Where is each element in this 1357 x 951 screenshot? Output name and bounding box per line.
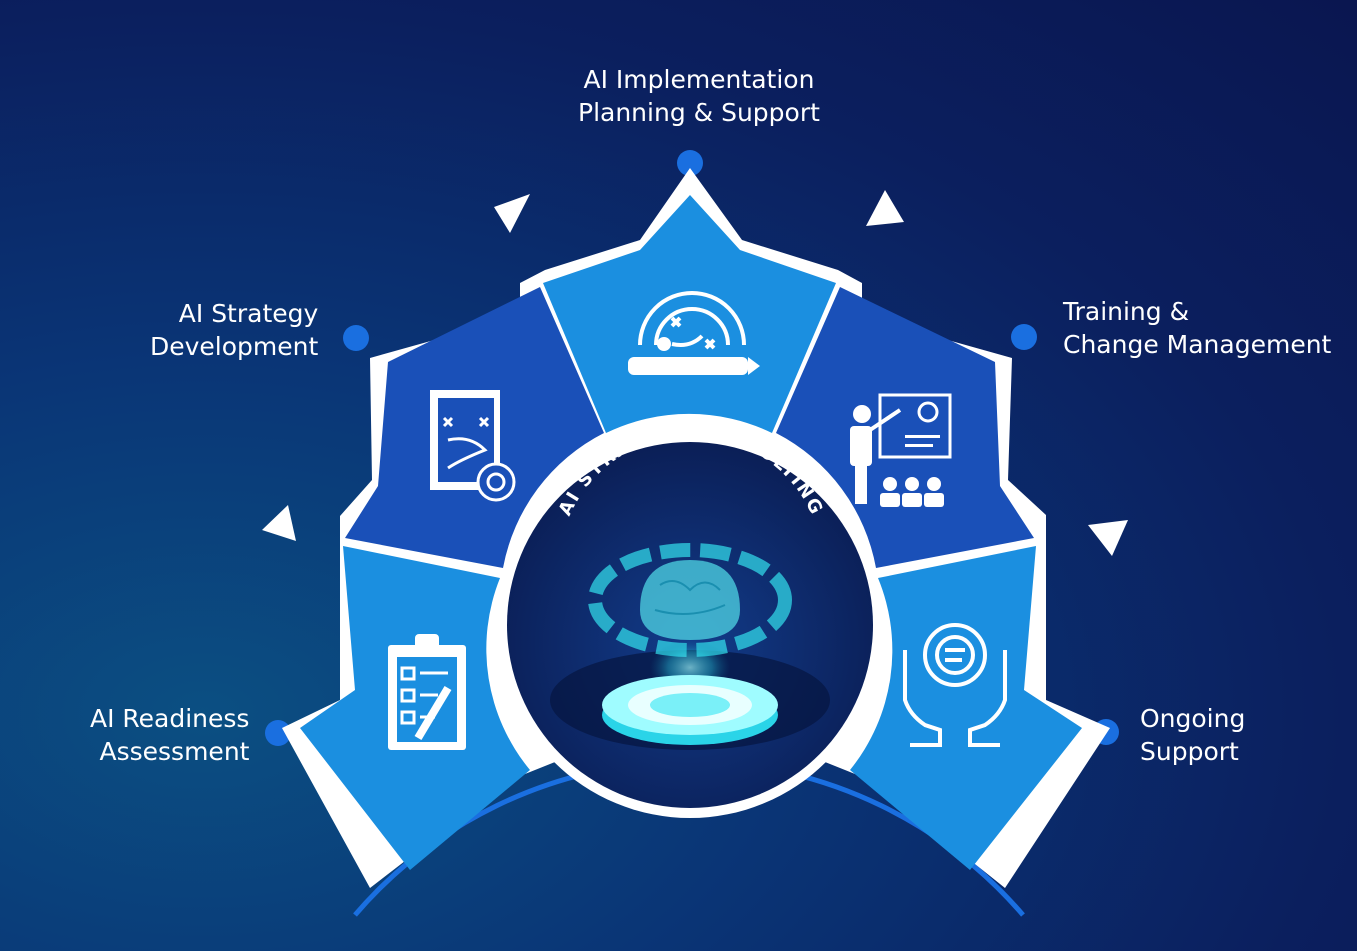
ring-node [265,720,291,746]
stage-label-strategy: AI Strategy Development [150,297,318,363]
stage-label-readiness: AI Readiness Assessment [90,702,249,768]
stage-implementation-line2: Planning & Support [578,98,820,127]
stage-readiness-line2: Assessment [99,737,250,766]
ring-node [677,150,703,176]
strategy-plan-gear-icon [430,390,516,502]
brain-hologram-icon [550,543,830,750]
stage-training-line1: Training & [1063,297,1190,326]
ring-arrow-icon [262,505,296,541]
stage-ongoing-line1: Ongoing [1140,704,1246,733]
ring-node [1011,324,1037,350]
ring-arrow-icon [1088,520,1128,556]
stage-strategy-line1: AI Strategy [178,299,319,328]
stage-label-implementation: AI Implementation Planning & Support [578,63,820,129]
stage-ongoing-line2: Support [1140,737,1239,766]
clipboard-checklist-icon [388,634,466,750]
ring-arrow-icon [494,194,530,233]
presentation-audience-icon [850,393,952,507]
stage-strategy-line2: Development [150,332,319,361]
ring-node [343,325,369,351]
hands-gear-chat-icon [903,623,1007,747]
stage-label-training: Training & Change Management [1063,295,1331,361]
gear-pencil-plan-icon [628,291,760,375]
stage-readiness-line1: AI Readiness [90,704,250,733]
stage-training-line2: Change Management [1063,330,1332,359]
ring-arrow-icon [866,190,904,226]
stage-label-ongoing: Ongoing Support [1140,702,1245,768]
stage-implementation-line1: AI Implementation [583,65,815,94]
segment-implementation [543,195,836,433]
segment-ongoing [850,546,1082,870]
segment-training [776,287,1034,568]
